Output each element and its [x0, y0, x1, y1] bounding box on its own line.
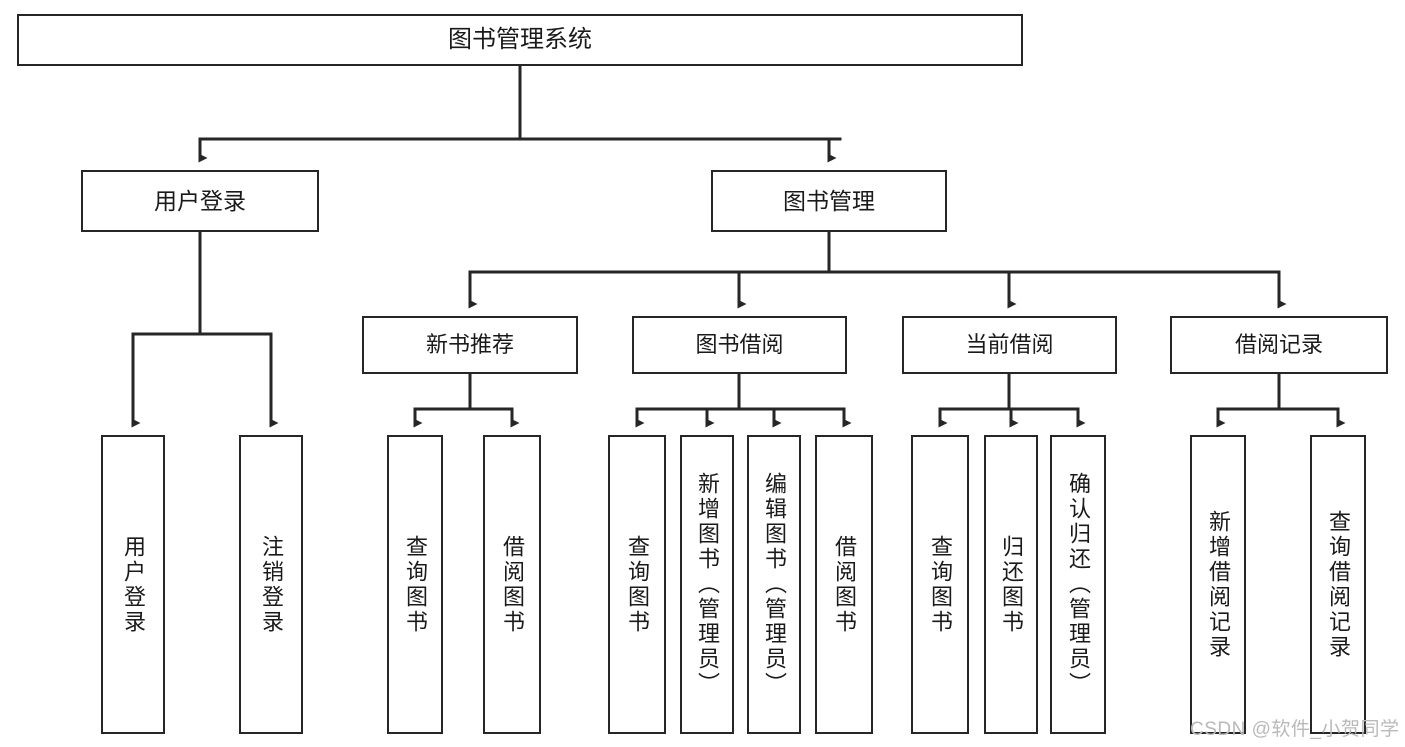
node-book-management-label: 图书管理	[783, 187, 875, 214]
leaf-node[interactable]: 新增图书（管理员）	[680, 435, 734, 734]
leaf-node[interactable]: 查询借阅记录	[1310, 435, 1366, 734]
node-book-borrow-label: 图书借阅	[695, 332, 784, 358]
leaf-node-label: 确认归还（管理员）	[1066, 472, 1091, 697]
node-user-login-label: 用户登录	[154, 187, 246, 214]
leaf-node-label: 查询图书	[928, 534, 953, 635]
leaf-node-label: 查询图书	[625, 534, 650, 635]
leaf-node[interactable]: 查询图书	[911, 435, 969, 734]
leaf-node[interactable]: 归还图书	[984, 435, 1038, 734]
leaf-node[interactable]: 借阅图书	[815, 435, 873, 734]
leaf-node-label: 查询借阅记录	[1326, 509, 1351, 660]
leaf-node[interactable]: 新增借阅记录	[1190, 435, 1246, 734]
leaf-node[interactable]: 用户登录	[101, 435, 165, 734]
leaf-node-label: 新增图书（管理员）	[695, 472, 720, 697]
leaf-node-label: 借阅图书	[832, 534, 857, 635]
leaf-node-label: 用户登录	[121, 534, 146, 635]
leaf-node-label: 编辑图书（管理员）	[762, 472, 787, 697]
node-new-book-recommend[interactable]: 新书推荐	[362, 316, 578, 374]
leaf-node[interactable]: 编辑图书（管理员）	[747, 435, 801, 734]
node-new-book-recommend-label: 新书推荐	[425, 332, 514, 358]
leaf-node-label: 归还图书	[999, 534, 1024, 635]
leaf-node[interactable]: 确认归还（管理员）	[1050, 435, 1106, 734]
node-root[interactable]: 图书管理系统	[17, 14, 1023, 66]
leaf-node[interactable]: 查询图书	[387, 435, 443, 734]
node-book-borrow[interactable]: 图书借阅	[632, 316, 847, 374]
node-book-management[interactable]: 图书管理	[711, 170, 947, 232]
leaf-node-label: 借阅图书	[500, 534, 525, 635]
leaf-node[interactable]: 借阅图书	[483, 435, 541, 734]
node-user-login[interactable]: 用户登录	[81, 170, 319, 232]
leaf-node-label: 查询图书	[403, 534, 428, 635]
node-borrow-record[interactable]: 借阅记录	[1170, 316, 1388, 374]
leaf-node[interactable]: 查询图书	[608, 435, 666, 734]
node-borrow-record-label: 借阅记录	[1234, 332, 1323, 358]
leaf-node-label: 新增借阅记录	[1206, 509, 1231, 660]
node-root-label: 图书管理系统	[448, 26, 592, 54]
leaf-node[interactable]: 注销登录	[239, 435, 303, 734]
node-current-borrow-label: 当前借阅	[965, 332, 1054, 358]
node-current-borrow[interactable]: 当前借阅	[902, 316, 1117, 374]
leaf-node-label: 注销登录	[259, 534, 284, 635]
